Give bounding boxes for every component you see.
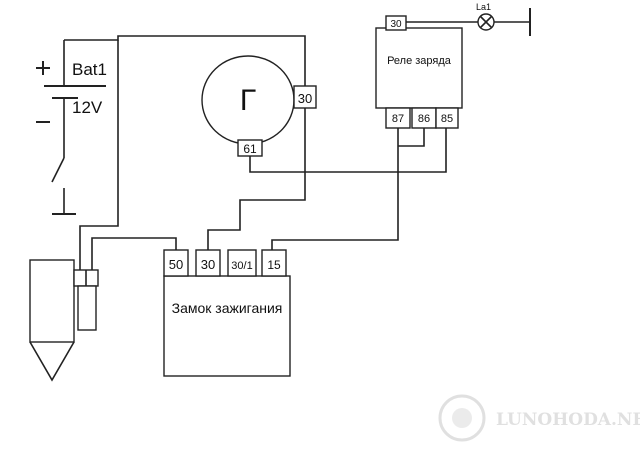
- wire-starter-to-50: [91, 237, 177, 270]
- starter-solenoid: [77, 285, 97, 331]
- generator-symbol: Г: [240, 84, 256, 117]
- switch-blade: [51, 157, 65, 183]
- battery: Bat1 12V: [36, 40, 107, 158]
- relay-body: [375, 27, 463, 109]
- ground-switch: [51, 157, 76, 215]
- generator-terminal-61-box: [237, 139, 263, 157]
- watermark: LUNOHODA.NET: [438, 394, 640, 442]
- ignition-terminal-30-1-box: [227, 249, 257, 277]
- wire-battery-to-starter: [79, 40, 119, 270]
- watermark-text: LUNOHODA.NET: [496, 410, 640, 430]
- watermark-emblem-core: [452, 408, 472, 428]
- starter-pinion: [29, 341, 75, 382]
- starter: [29, 259, 99, 382]
- charge-relay: Реле заряда 30 87 86 85: [375, 15, 463, 129]
- generator-terminal-30: 30: [298, 91, 312, 106]
- ignition-terminal-15: 15: [267, 258, 281, 272]
- ignition-body: [163, 275, 291, 377]
- ignition-title: Замок зажигания: [172, 300, 283, 316]
- lamp-cross-b: [479, 15, 493, 29]
- ignition-terminal-30-1: 30/1: [231, 260, 252, 272]
- wire-61-to-85: [249, 128, 447, 173]
- generator-terminal-61: 61: [243, 142, 257, 156]
- ignition-switch: Замок зажигания 50 30 30/1 15: [163, 249, 291, 377]
- lamp: La1: [476, 2, 495, 31]
- relay-terminal-85: 85: [441, 113, 453, 125]
- battery-voltage: 12V: [72, 98, 103, 117]
- wire-generator-to-30: [207, 108, 306, 250]
- battery-name: Bat1: [72, 60, 107, 79]
- generator: Г 30 61: [201, 55, 317, 157]
- relay-terminal-87: 87: [392, 113, 404, 125]
- lamp-name: La1: [476, 2, 491, 12]
- starter-body: [29, 259, 75, 343]
- ignition-terminal-30-box: [195, 249, 221, 277]
- wires: [64, 8, 531, 270]
- relay-terminal-87-box: [385, 107, 411, 129]
- wire-86-bridge: [398, 128, 425, 147]
- watermark-emblem-icon: [438, 394, 486, 442]
- ignition-terminal-50: 50: [169, 257, 183, 272]
- ignition-terminal-15-box: [261, 249, 287, 277]
- ignition-terminal-30: 30: [201, 257, 215, 272]
- relay-terminal-30: 30: [390, 19, 402, 30]
- generator-terminal-30-box: [293, 85, 317, 109]
- relay-terminal-85-box: [435, 107, 459, 129]
- ignition-terminal-50-box: [163, 249, 189, 277]
- wire-87-to-15: [271, 128, 399, 250]
- wire-battery-to-generator-30: [64, 35, 306, 92]
- relay-terminal-30-box: [385, 15, 407, 31]
- relay-title: Реле заряда: [387, 55, 452, 67]
- relay-terminal-86: 86: [418, 113, 430, 125]
